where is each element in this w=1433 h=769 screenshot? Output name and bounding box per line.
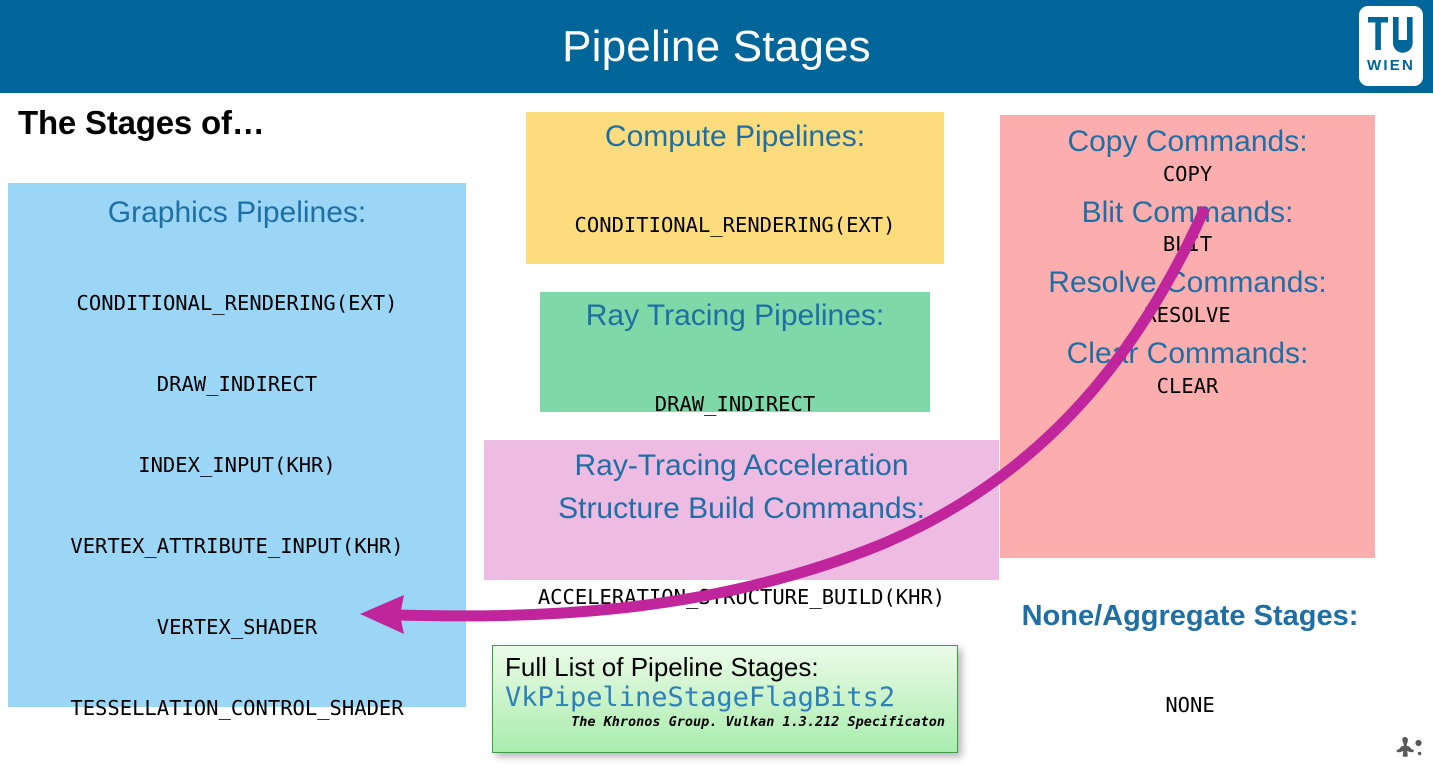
stage-item: VERTEX_ATTRIBUTE_INPUT(KHR)	[70, 534, 404, 559]
resolve-commands-title: Resolve Commands:	[1048, 266, 1327, 300]
compute-pipelines-title: Compute Pipelines:	[604, 120, 866, 153]
tu-wien-logo-icon: WIEN	[1367, 17, 1415, 74]
transfer-commands-box: Copy Commands: COPY Blit Commands: BLIT …	[1000, 115, 1375, 558]
stage-item: NONE	[1165, 693, 1215, 718]
splat-logo-icon	[1396, 737, 1422, 757]
stage-item: ACCELERATION_STRUCTURE_BUILD(KHR)	[537, 585, 946, 610]
stage-item: TESSELLATION_CONTROL_SHADER	[70, 696, 404, 721]
stage-item: COPY	[1162, 161, 1213, 186]
slide-header: Pipeline Stages WIEN	[0, 0, 1433, 93]
rt-acceleration-structure-box: Ray-Tracing Acceleration Structure Build…	[484, 440, 999, 609]
section-heading: The Stages of…	[18, 104, 265, 141]
splat-dot-large	[1415, 739, 1422, 747]
clear-commands-group: Clear Commands: CLEAR	[1000, 337, 1375, 400]
ray-tracing-pipelines-box: Ray Tracing Pipelines: DRAW_INDIRECT RAY…	[540, 292, 930, 497]
full-list-title: Full List of Pipeline Stages:	[505, 652, 819, 682]
svg-text:WIEN: WIEN	[1367, 57, 1415, 74]
none-aggregate-stages-block: None/Aggregate Stages: NONE ALL_GRAPHICS…	[975, 600, 1405, 769]
clear-commands-title: Clear Commands:	[1066, 336, 1309, 370]
none-aggregate-stage-list: NONE ALL_GRAPHICS ALL_TRANSFER ALL_COMMA…	[975, 638, 1405, 769]
page-title: Pipeline Stages	[562, 22, 871, 71]
stage-item: CLEAR	[1156, 373, 1219, 398]
stage-item: RESOLVE	[1144, 302, 1231, 327]
tu-wien-logo: WIEN	[1359, 6, 1423, 86]
stage-item: BLIT	[1162, 232, 1213, 257]
rt-acceleration-structure-title-line1: Ray-Tracing Acceleration	[574, 449, 909, 482]
graphics-pipelines-title: Graphics Pipelines:	[107, 196, 367, 229]
compute-pipelines-box: Compute Pipelines: CONDITIONAL_RENDERING…	[526, 112, 944, 399]
rt-acceleration-structure-title-line2: Structure Build Commands:	[558, 491, 925, 525]
stage-item: DRAW_INDIRECT	[654, 391, 816, 416]
stage-item: VERTEX_SHADER	[156, 615, 318, 640]
copy-commands-title: Copy Commands:	[1067, 125, 1308, 158]
full-list-card: Full List of Pipeline Stages: VkPipeline…	[492, 645, 958, 753]
graphics-pipelines-stage-list: CONDITIONAL_RENDERING(EXT) DRAW_INDIRECT…	[8, 236, 466, 769]
stage-item: CONDITIONAL_RENDERING(EXT)	[76, 290, 398, 315]
copy-commands-group: Copy Commands: COPY	[1000, 125, 1375, 188]
blit-commands-title: Blit Commands:	[1081, 195, 1294, 229]
full-list-code-reference: VkPipelineStageFlagBits2	[505, 682, 896, 714]
ray-tracing-pipelines-title: Ray Tracing Pipelines:	[585, 299, 885, 332]
blit-commands-group: Blit Commands: BLIT	[1000, 196, 1375, 259]
stage-item: CONDITIONAL_RENDERING(EXT)	[574, 212, 896, 237]
full-list-source-citation: The Khronos Group. Vulkan 1.3.212 Specif…	[571, 714, 945, 731]
splat-shape	[1396, 737, 1414, 757]
graphics-pipelines-box: Graphics Pipelines: CONDITIONAL_RENDERIN…	[8, 183, 466, 720]
resolve-commands-group: Resolve Commands: RESOLVE	[1000, 266, 1375, 329]
none-aggregate-stages-title: None/Aggregate Stages:	[1021, 600, 1359, 632]
stage-item: DRAW_INDIRECT	[156, 371, 318, 396]
stage-item: INDEX_INPUT(KHR)	[138, 452, 336, 477]
splat-dot-small	[1417, 751, 1422, 756]
